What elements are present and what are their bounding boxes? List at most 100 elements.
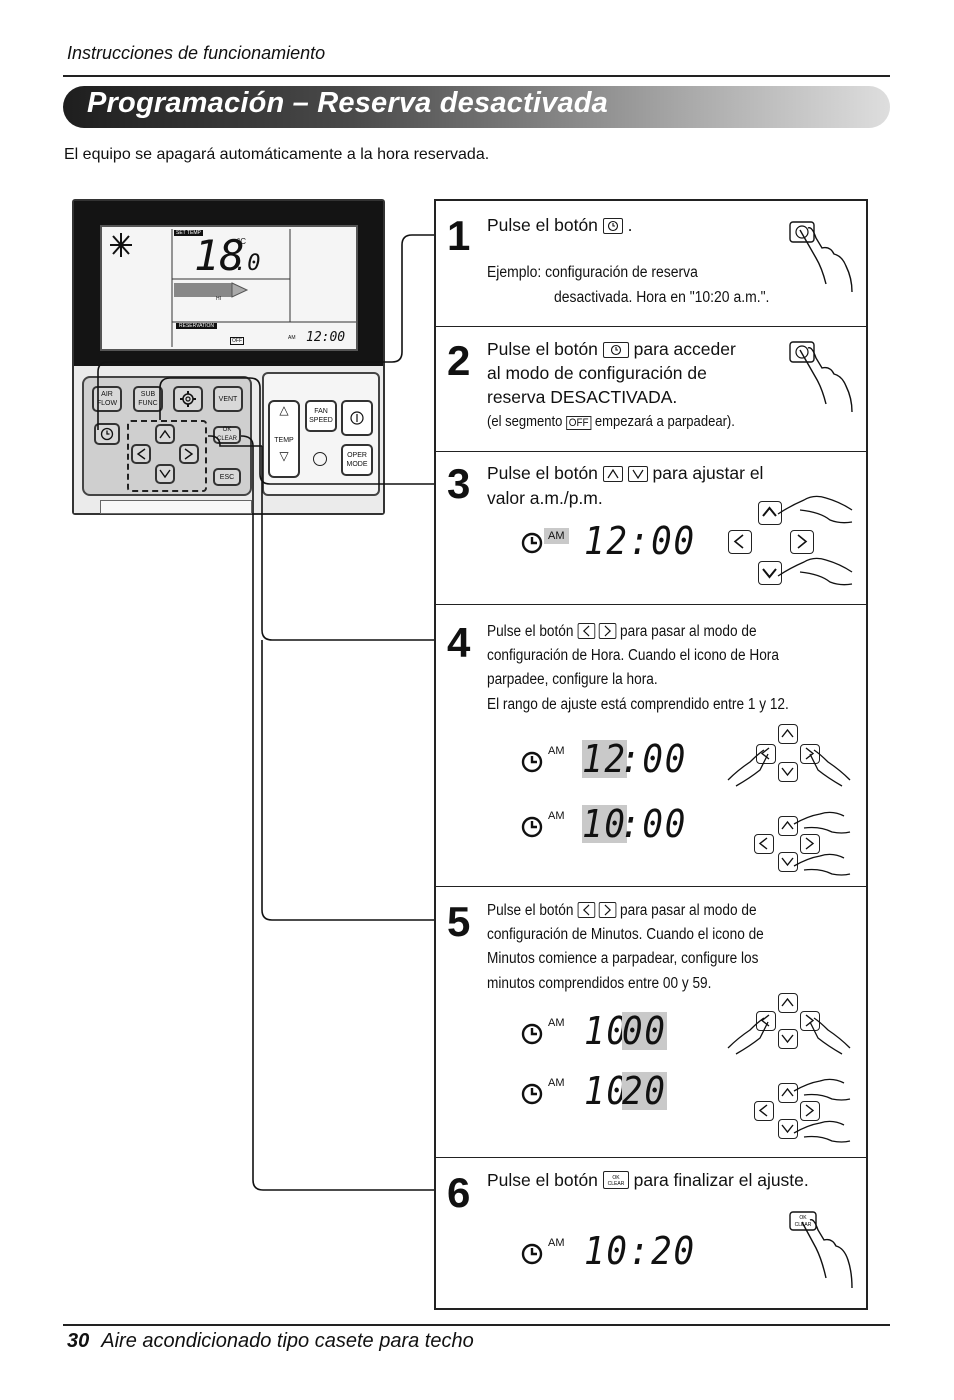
step-divider (436, 604, 866, 605)
step-text-fragment: para ajustar el (652, 463, 764, 483)
left-arrow-button (754, 834, 774, 854)
clock-icon (521, 1083, 543, 1105)
step-divider (436, 1157, 866, 1158)
temp-up-icon: △ (279, 403, 289, 417)
clock-icon (521, 1023, 543, 1045)
oper-mode-button[interactable]: OPER MODE (341, 444, 373, 476)
lcd-time: 12:00 (306, 330, 346, 345)
chevron-up-icon (762, 506, 777, 517)
step-text-fragment: para acceder (633, 339, 736, 359)
step-1-example: Ejemplo: configuración de reserva (487, 264, 698, 281)
clock-icon (100, 427, 114, 441)
chevron-up-icon (781, 1087, 794, 1097)
remote-ok-clear-button[interactable]: OK CLEAR (213, 426, 241, 444)
step-text-fragment: para pasar al modo de (620, 902, 757, 919)
step-number: 1 (447, 212, 471, 259)
step-text-fragment: para finalizar el ajuste. (633, 1170, 809, 1190)
hands-pressing-icon (793, 811, 851, 876)
step-number: 6 (447, 1169, 471, 1216)
footer-rule (63, 1324, 890, 1326)
up-arrow-button (758, 501, 782, 525)
temp-button[interactable]: △ TEMP ▽ (268, 400, 300, 478)
chevron-down-icon (781, 857, 794, 867)
step-4-text: Pulse el botón para pasar al modo de (487, 620, 757, 644)
fan-speed-button[interactable]: FAN SPEED (305, 400, 337, 432)
step-1-text: Pulse el botón . (487, 213, 633, 237)
hands-pressing-icon (727, 1017, 851, 1055)
remote-down-button[interactable] (155, 464, 175, 484)
step-text-fragment: . (627, 215, 633, 235)
step-3-text: Pulse el botón para ajustar el (487, 461, 763, 485)
vent-button[interactable]: VENT (213, 386, 243, 412)
clock-icon (521, 1243, 543, 1265)
hand-pressing-icon (789, 221, 853, 293)
am-indicator: AM (548, 1237, 565, 1249)
sub-func-button[interactable]: SUB FUNC (133, 386, 163, 412)
air-flow-button[interactable]: AIR FLOW (92, 386, 122, 412)
lcd-reservation-label: RESERVATION (176, 323, 218, 329)
lcd-fan-level: HI (216, 296, 221, 302)
page-title: Programación – Reserva desactivada (87, 87, 609, 119)
page-number: 30 (67, 1330, 90, 1352)
arrow-keys-highlight (127, 420, 207, 492)
step-text-fragment: Pulse el botón (487, 463, 598, 483)
remote-left-button[interactable] (131, 444, 151, 464)
right-button-icon (598, 623, 617, 639)
step-text-fragment: Pulse el botón (487, 339, 598, 359)
step-number: 5 (447, 898, 471, 945)
step-2-line-2: al modo de configuración de (487, 363, 707, 383)
hour-display-highlighted: 10 (582, 802, 627, 846)
power-icon (350, 411, 364, 425)
step-text-fragment: Pulse el botón (487, 902, 574, 919)
up-arrow-button (778, 724, 798, 744)
remote-bottom-slot (100, 500, 252, 514)
lcd-set-temp-label: SET TEMP (174, 230, 203, 236)
lcd-temperature: 18 (194, 231, 245, 280)
left-arrow-button (756, 1011, 776, 1031)
am-indicator: AM (544, 528, 569, 544)
temp-down-icon: ▽ (279, 449, 289, 463)
am-indicator: AM (548, 1077, 565, 1089)
chevron-left-icon (733, 534, 744, 549)
right-arrow-button (800, 1101, 820, 1121)
settings-gear-button[interactable] (173, 386, 203, 412)
lcd-temperature-decimal: .0 (234, 251, 261, 276)
chevron-left-icon (136, 448, 146, 460)
remote-esc-button[interactable]: ESC (213, 468, 241, 486)
power-button[interactable] (341, 400, 373, 436)
off-segment-label: OFF (566, 416, 592, 430)
step-5-text: Pulse el botón para pasar al modo de (487, 899, 757, 923)
down-arrow-button (778, 1029, 798, 1049)
down-arrow-button (778, 852, 798, 872)
chevron-down-icon (762, 568, 777, 579)
reservation-button-icon (602, 342, 629, 358)
sensor-indicator (313, 452, 327, 466)
chevron-up-icon (159, 429, 171, 439)
down-arrow-button (758, 561, 782, 585)
left-arrow-button (754, 1101, 774, 1121)
step-text-fragment: Pulse el botón (487, 623, 574, 640)
clock-icon (521, 816, 543, 838)
hand-pressing-icon: OK CLEAR (789, 1211, 853, 1289)
remote-up-button[interactable] (155, 424, 175, 444)
chevron-down-icon (781, 767, 794, 777)
remote-right-button[interactable] (179, 444, 199, 464)
up-arrow-button (778, 816, 798, 836)
step-number: 4 (447, 619, 471, 666)
step-5-line-3: Minutos comience a parpadear, configure … (487, 950, 759, 967)
step-number: 2 (447, 337, 471, 384)
clock-icon (521, 532, 543, 554)
am-indicator: AM (548, 745, 565, 757)
gear-icon (180, 391, 196, 407)
am-indicator: AM (548, 810, 565, 822)
chevron-right-icon (184, 448, 194, 460)
left-arrow-button (728, 530, 752, 554)
chevron-down-icon (159, 469, 171, 479)
step-divider (436, 886, 866, 887)
step-number: 3 (447, 460, 471, 507)
right-arrow-button (790, 530, 814, 554)
remote-reservation-button[interactable] (94, 423, 120, 445)
